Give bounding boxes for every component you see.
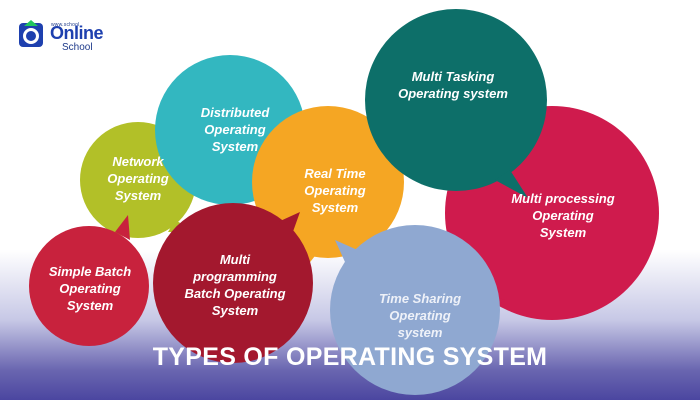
- bubble-simple-batch-tail: [115, 215, 130, 240]
- brand-logo[interactable]: www.school Online School: [18, 20, 118, 54]
- bubble-simple-batch-circle: [29, 226, 149, 346]
- bubble-label-multi-programming: Multi programming Batch Operating System: [184, 252, 286, 318]
- logo-tagline: www.school: [51, 22, 80, 28]
- bubble-label-network: Network Operating System: [107, 154, 169, 203]
- bubble-multi-tasking: [365, 9, 547, 198]
- bubble-multi-tasking-tail: [495, 170, 528, 198]
- bubble-label-simple-batch: Simple Batch Operating System: [48, 264, 132, 313]
- logo-name: Online: [50, 23, 104, 43]
- bubble-multi-programming: [153, 203, 313, 363]
- bubble-multi-programming-circle: [153, 203, 313, 363]
- bubble-label-multi-processing: Multi processing Operating System: [511, 191, 615, 240]
- bubble-label-multi-tasking: Multi Tasking Operating system: [398, 69, 508, 101]
- bubble-time-sharing-tail: [335, 240, 362, 262]
- bubble-multi-tasking-circle: [365, 9, 547, 191]
- page-title: TYPES OF OPERATING SYSTEM: [152, 343, 548, 371]
- bubble-simple-batch: [29, 215, 149, 346]
- logo-mark-icon: [19, 20, 43, 47]
- bubble-label-distributed: Distributed Operating System: [200, 105, 270, 154]
- bubble-time-sharing: [330, 225, 500, 395]
- bubble-label-real-time: Real Time Operating System: [304, 166, 366, 215]
- bubble-label-time-sharing: Time Sharing Operating system: [378, 291, 462, 340]
- bubble-time-sharing-circle: [330, 225, 500, 395]
- bubble-multi-programming-tail: [278, 212, 300, 240]
- logo-subname: School: [62, 42, 93, 53]
